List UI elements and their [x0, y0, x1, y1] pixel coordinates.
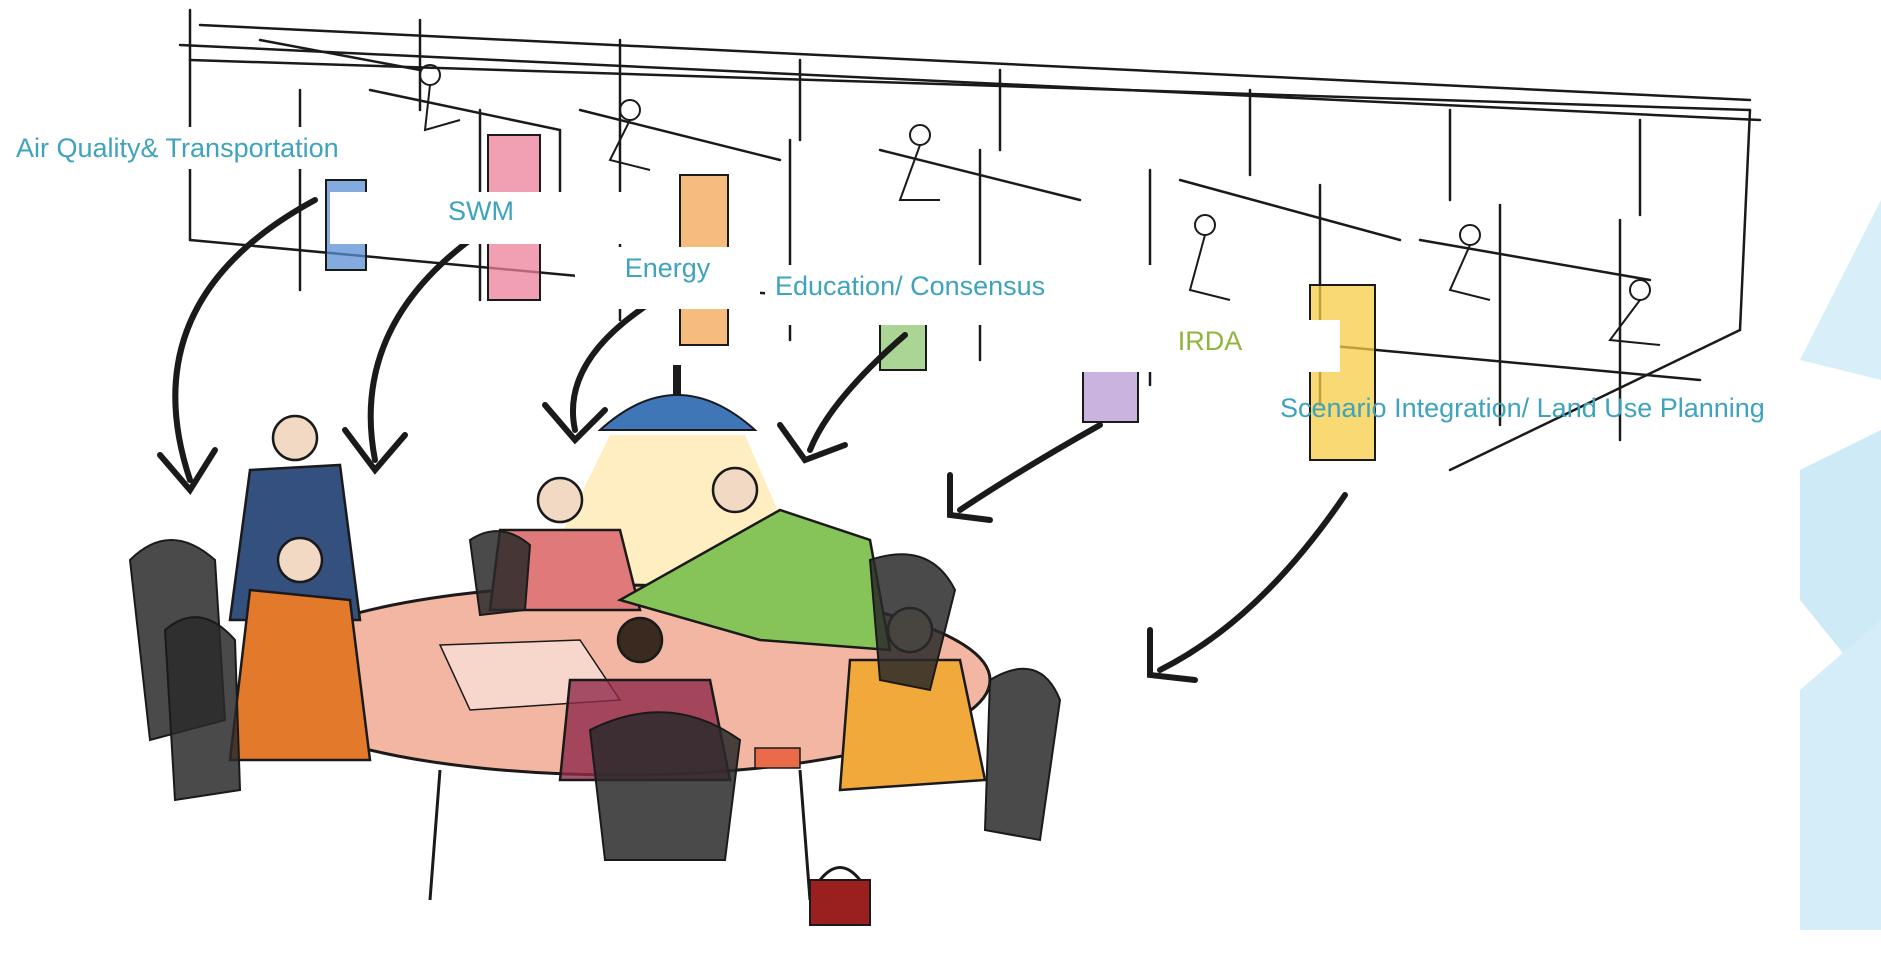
- handbag: [810, 868, 870, 926]
- label-scenario-integration: Scenario Integration/ Land Use Planning: [1270, 387, 1775, 429]
- label-education-consensus: Education/ Consensus: [765, 265, 1165, 325]
- decor-triangle-low: [1800, 620, 1881, 930]
- label-irda: IRDA: [1080, 320, 1340, 372]
- door-yellow: [1310, 285, 1375, 460]
- label-swm: SWM: [330, 192, 632, 244]
- label-energy: Energy: [575, 247, 760, 309]
- decor-triangle-top: [1800, 200, 1881, 380]
- label-air-quality-transportation: Air Quality& Transportation: [6, 127, 349, 169]
- decorative-background-shapes: [1800, 200, 1881, 930]
